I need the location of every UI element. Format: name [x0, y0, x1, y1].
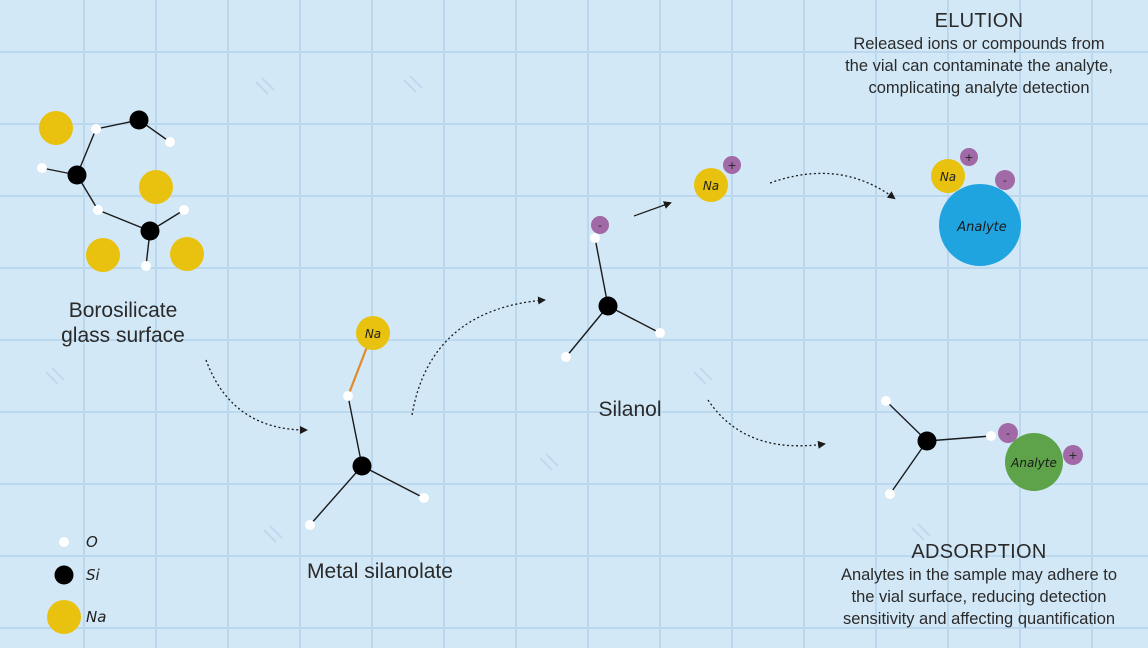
elution-title: ELUTION	[934, 10, 1024, 32]
analyte-symbol: Analyte	[956, 220, 1007, 235]
silicon-atom	[352, 456, 372, 476]
adsorption-structure: Analyte - +	[881, 396, 1083, 499]
arrow-to-silanol	[411, 296, 546, 416]
oxygen-atom	[343, 391, 353, 401]
borosilicate-label-line2: glass surface	[61, 324, 185, 347]
analyte-symbol: Analyte	[1010, 456, 1057, 470]
elution-desc-line1: Released ions or compounds from	[853, 35, 1105, 53]
analyte-molecule	[1005, 433, 1063, 491]
analyte-molecule	[939, 184, 1021, 266]
oxygen-atom	[986, 431, 996, 441]
sodium-atom	[931, 159, 965, 193]
elution-desc-line3: complicating analyte detection	[868, 79, 1090, 97]
legend-silicon-swatch	[54, 565, 74, 585]
sodium-atom	[139, 170, 173, 204]
negative-charge	[995, 170, 1015, 190]
oxygen-atom	[590, 233, 600, 243]
oxygen-atom	[179, 205, 189, 215]
arrow-to-silanolate	[205, 359, 308, 434]
oxygen-atom	[885, 489, 895, 499]
elution-desc-line2: the vial can contaminate the analyte,	[845, 57, 1113, 75]
grid-sparkles	[45, 75, 931, 543]
oxygen-atom	[881, 396, 891, 406]
oxygen-atom	[655, 328, 665, 338]
adsorption-desc-line3: sensitivity and affecting quantification	[842, 610, 1116, 628]
minus-symbol: -	[1003, 174, 1007, 187]
silicon-atom	[598, 296, 618, 316]
borosilicate-structure	[37, 110, 204, 272]
minus-symbol: -	[598, 219, 602, 232]
silicon-atom	[140, 221, 160, 241]
adsorption-block: ADSORPTION Analytes in the sample may ad…	[818, 540, 1140, 630]
sodium-atom	[86, 238, 120, 272]
silicon-atom	[129, 110, 149, 130]
legend-oxygen-label: O	[86, 533, 98, 551]
adsorption-desc-line1: Analytes in the sample may adhere to	[840, 566, 1118, 584]
plus-symbol: +	[1068, 449, 1077, 462]
silicon-atom	[67, 165, 87, 185]
legend-oxygen-swatch	[59, 537, 69, 547]
plus-symbol: +	[727, 159, 736, 172]
oxygen-atom	[419, 493, 429, 503]
arrow-to-adsorption	[707, 399, 826, 449]
adsorption-desc-line2: the vial surface, reducing detection	[851, 588, 1107, 606]
oxygen-atom	[561, 352, 571, 362]
oxygen-atom	[93, 205, 103, 215]
positive-charge	[723, 156, 741, 174]
plus-symbol: +	[964, 151, 973, 164]
legend-sodium-swatch	[47, 600, 81, 634]
positive-charge	[1063, 445, 1083, 465]
oxygen-atom	[91, 124, 101, 134]
silanol-structure: -	[561, 216, 665, 362]
na-symbol: Na	[365, 327, 381, 341]
silanol-label: Silanol	[598, 398, 662, 421]
sodium-atom	[694, 168, 728, 202]
legend	[47, 537, 81, 634]
oxygen-atom	[305, 520, 315, 530]
na-symbol: Na	[940, 170, 956, 184]
negative-charge	[591, 216, 609, 234]
metal-silanolate-structure: Na	[305, 316, 429, 530]
oxygen-atom	[141, 261, 151, 271]
oxygen-atom	[165, 137, 175, 147]
sodium-atom	[356, 316, 390, 350]
legend-sodium-label: Na	[86, 608, 107, 626]
minus-symbol: -	[1006, 427, 1010, 440]
released-sodium-ion: Na +	[633, 156, 741, 217]
positive-charge	[960, 148, 978, 166]
elution-block: ELUTION Released ions or compounds from …	[818, 9, 1140, 99]
oxygen-atom	[37, 163, 47, 173]
sodium-atom	[39, 111, 73, 145]
negative-charge	[998, 423, 1018, 443]
na-symbol: Na	[703, 179, 719, 193]
legend-silicon-label: Si	[86, 566, 100, 584]
borosilicate-label: Borosilicate glass surface	[48, 298, 198, 348]
elution-analyte: Analyte Na + -	[931, 148, 1021, 266]
adsorption-title: ADSORPTION	[911, 541, 1047, 563]
release-arrow	[633, 201, 672, 217]
borosilicate-label-line1: Borosilicate	[68, 299, 178, 322]
process-arrows	[205, 172, 896, 449]
metal-silanolate-label: Metal silanolate	[307, 560, 453, 583]
silicon-atom	[917, 431, 937, 451]
sodium-atom	[170, 237, 204, 271]
